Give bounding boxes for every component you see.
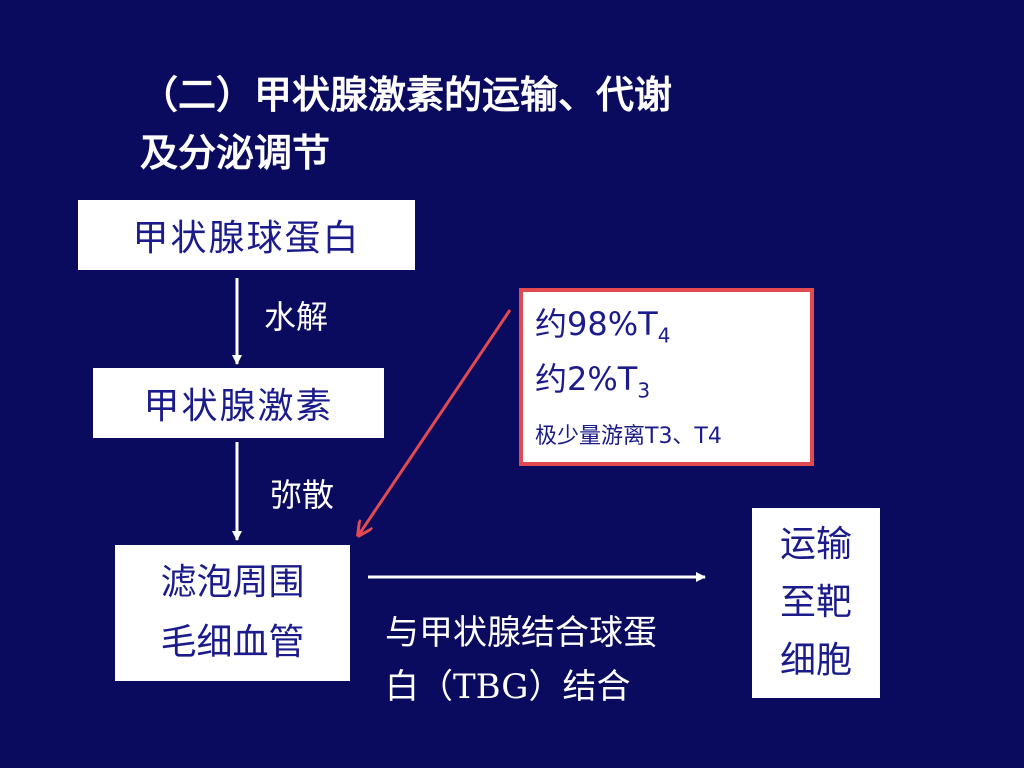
target-line-2: 至靶 [779,582,852,623]
slide-title: （二）甲状腺激素的运输、代谢 及分泌调节 [140,66,900,182]
target-line-3: 细胞 [779,640,852,681]
tbg-binding-line-2: 白（TBG）结合 [385,667,631,707]
hormone-composition-box: 约98%T4 约2%T3 极少量游离T3、T4 [519,288,814,466]
target-line-1: 运输 [779,524,852,565]
thyroglobulin-box: 甲状腺球蛋白 [78,200,415,270]
tbg-binding-label: 与甲状腺结合球蛋 白（TBG）结合 [385,606,745,714]
diffusion-label: 弥散 [270,476,335,514]
thyroid-hormone-label: 甲状腺激素 [143,386,334,427]
t4-percentage: 约98%T4 [535,305,671,348]
thyroglobulin-label: 甲状腺球蛋白 [132,218,361,259]
capillary-box: 滤泡周围 毛细血管 [115,545,350,681]
target-cell-box: 运输 至靶 细胞 [752,508,880,698]
free-hormone-note: 极少量游离T3、T4 [535,423,722,449]
t3-percentage: 约2%T3 [535,360,651,403]
tbg-binding-line-1: 与甲状腺结合球蛋 [385,613,657,653]
capillary-line-2: 毛细血管 [160,622,305,663]
composition-arrow [358,309,512,536]
capillary-line-1: 滤泡周围 [160,562,305,603]
title-line-2: 及分泌调节 [140,130,331,175]
thyroid-hormone-box: 甲状腺激素 [93,368,384,438]
title-line-1: （二）甲状腺激素的运输、代谢 [140,72,673,117]
hydrolysis-label: 水解 [264,298,329,336]
